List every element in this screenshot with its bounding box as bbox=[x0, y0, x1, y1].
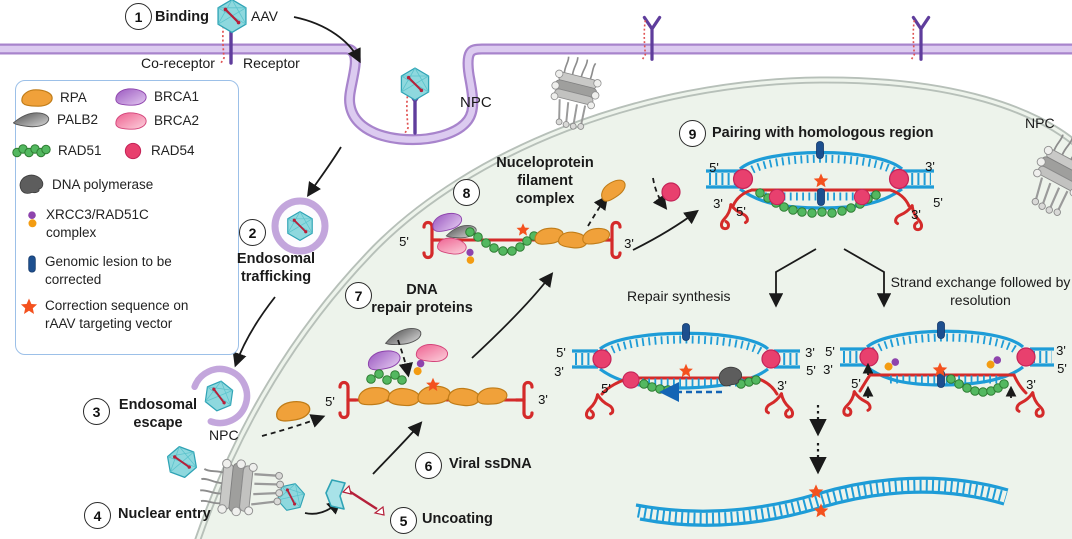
rpa-icon bbox=[20, 88, 54, 108]
legend-item-brca2: BRCA2 bbox=[114, 111, 199, 131]
three-prime-label: 3' bbox=[777, 378, 787, 393]
legend-label: BRCA2 bbox=[154, 113, 200, 129]
legend-label: RPA bbox=[60, 90, 87, 106]
step-9-label: Pairing with homologous region bbox=[712, 125, 934, 141]
five-prime-label: 5' bbox=[1057, 361, 1067, 376]
legend-item-brca1: BRCA1 bbox=[114, 87, 199, 107]
step-6-badge: 6 bbox=[415, 452, 442, 479]
three-prime-label: 3' bbox=[538, 392, 548, 407]
three-prime-label: 3' bbox=[713, 196, 723, 211]
three-prime-label: 3' bbox=[805, 345, 815, 360]
step-7-badge: 7 bbox=[345, 282, 372, 309]
nucleus bbox=[194, 76, 1072, 539]
corrected-dna bbox=[635, 476, 1009, 527]
five-prime-label: 5' bbox=[601, 381, 611, 396]
palb2-icon bbox=[13, 112, 50, 128]
rad51-icon bbox=[12, 144, 51, 158]
pairing-structure bbox=[706, 141, 934, 233]
legend-item-xrcc3: XRCC3/RAD51C complex bbox=[24, 206, 174, 241]
step-6-label: Viral ssDNA bbox=[449, 456, 532, 472]
legend-label: Correction sequence on rAAV targeting ve… bbox=[45, 298, 189, 331]
step-3-badge: 3 bbox=[83, 398, 110, 425]
step-1-label: Binding bbox=[155, 9, 209, 25]
five-prime-label: 5' bbox=[709, 160, 719, 175]
xrcc3-rad51c-icon bbox=[28, 211, 37, 228]
legend-item-star: Correction sequence on rAAV targeting ve… bbox=[19, 297, 215, 332]
npc-label: NPC bbox=[460, 94, 492, 111]
three-prime-label: 3' bbox=[925, 159, 935, 174]
receptor-label: Receptor bbox=[243, 55, 300, 71]
flow-arrows bbox=[232, 16, 892, 515]
step-5-label: Uncoating bbox=[422, 511, 493, 527]
legend-label: Genomic lesion to be corrected bbox=[45, 254, 172, 287]
five-prime-label: 5' bbox=[851, 376, 861, 391]
step-3-label: Endosomal escape bbox=[118, 397, 198, 432]
viral-ssdna-rpa bbox=[275, 377, 534, 423]
rad54-icon bbox=[124, 142, 142, 160]
three-prime-label: 3' bbox=[1026, 377, 1036, 392]
legend-item-lesion: Genomic lesion to be corrected bbox=[25, 253, 183, 288]
step-2-badge: 2 bbox=[239, 219, 266, 246]
strand-exchange-title: Strand exchange followed by resolution bbox=[890, 274, 1071, 308]
five-prime-label: 5' bbox=[736, 204, 746, 219]
correction-star-icon bbox=[20, 298, 38, 314]
three-prime-label: 3' bbox=[554, 364, 564, 379]
step-4-badge: 4 bbox=[84, 502, 111, 529]
legend-item-rad54: RAD54 bbox=[121, 141, 195, 161]
step-9-badge: 9 bbox=[679, 120, 706, 147]
npc-label: NPC bbox=[209, 427, 239, 443]
legend-item-rpa: RPA bbox=[20, 88, 87, 108]
dna-repair-proteins bbox=[366, 326, 448, 385]
uncoating-capsid-shell bbox=[325, 479, 385, 516]
strand-end-labels: 5' 3' 5' 3' 5' 3' 5' 3' 5' 3' 5' 3' 5' 3… bbox=[325, 159, 1067, 409]
three-prime-label: 3' bbox=[823, 362, 833, 377]
three-prime-label: 3' bbox=[911, 207, 921, 222]
step-8-label: Nuceloprotein filament complex bbox=[496, 155, 594, 208]
legend-label: XRCC3/RAD51C complex bbox=[46, 207, 149, 240]
three-prime-label: 3' bbox=[624, 236, 634, 251]
nucleoprotein-filament bbox=[422, 176, 681, 264]
repair-synthesis-structure bbox=[572, 323, 800, 421]
step-2-label: Endosomal trafficking bbox=[236, 251, 316, 286]
genomic-lesion-icon bbox=[28, 255, 36, 273]
legend-item-palb2: PALB2 bbox=[13, 110, 98, 130]
dna-polymerase-icon bbox=[19, 174, 44, 194]
five-prime-label: 5' bbox=[556, 345, 566, 360]
co-receptor-label: Co-receptor bbox=[141, 55, 215, 71]
step-4-label: Nuclear entry bbox=[118, 506, 211, 522]
step-8-badge: 8 bbox=[453, 179, 480, 206]
strand-exchange-structure bbox=[838, 321, 1054, 419]
step-7-label: DNA repair proteins bbox=[371, 282, 473, 317]
five-prime-label: 5' bbox=[399, 234, 409, 249]
legend-label: BRCA1 bbox=[154, 89, 200, 105]
npc-label: NPC bbox=[1025, 115, 1055, 131]
aav-label: AAV bbox=[251, 8, 278, 24]
plasma-membrane bbox=[0, 43, 1072, 146]
five-prime-label: 5' bbox=[933, 195, 943, 210]
step-1-badge: 1 bbox=[125, 3, 152, 30]
five-prime-label: 5' bbox=[806, 363, 816, 378]
legend-item-dna-polymerase: DNA polymerase bbox=[18, 174, 153, 196]
legend-label: PALB2 bbox=[57, 112, 99, 128]
legend-item-rad51: RAD51 bbox=[12, 141, 102, 161]
three-prime-label: 3' bbox=[1056, 343, 1066, 358]
legend-label: RAD51 bbox=[58, 143, 102, 159]
broken-endosome bbox=[191, 365, 251, 427]
repair-synthesis-title: Repair synthesis bbox=[627, 288, 731, 304]
step-5-badge: 5 bbox=[390, 507, 417, 534]
brca2-icon bbox=[114, 111, 148, 131]
legend-label: DNA polymerase bbox=[52, 177, 154, 193]
legend-label: RAD54 bbox=[151, 143, 195, 159]
brca1-icon bbox=[114, 87, 148, 107]
five-prime-label: 5' bbox=[825, 344, 835, 359]
five-prime-label: 5' bbox=[325, 394, 335, 409]
